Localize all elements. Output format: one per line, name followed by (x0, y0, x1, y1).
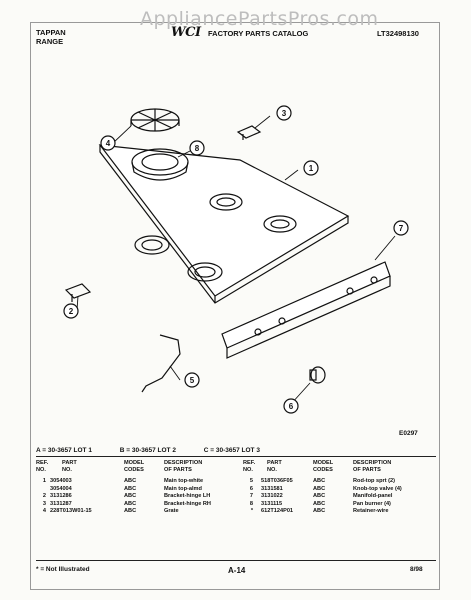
table-row: 6 3131581 ABC Knob-top valve (4) (243, 486, 438, 493)
cell-model: ABC (313, 485, 326, 492)
table-bottom-rule (36, 560, 436, 561)
hdr-part: PART NO. (62, 460, 77, 473)
model-number: LT32498130 (377, 29, 419, 38)
cell-ref: 3 (42, 500, 46, 507)
table-row: 4 228T013W01-15 ABC Grate (36, 508, 236, 515)
grate (130, 108, 180, 132)
cell-desc: Manifold-panel (353, 493, 393, 500)
cell-part: 3131581 (261, 485, 283, 492)
exploded-parts-diagram: 4 8 3 1 7 2 5 6 (30, 40, 438, 440)
cell-ref: 4 (42, 508, 46, 515)
callout-7: 7 (399, 224, 404, 233)
cell-model: ABC (313, 508, 326, 515)
cell-part: 3131115 (261, 500, 283, 507)
cell-model: ABC (124, 508, 137, 515)
table-top-rule (36, 456, 436, 457)
callout-3: 3 (282, 109, 287, 118)
knob-top-valve (309, 366, 326, 384)
lot-a: A = 30-3657 LOT 1 (36, 447, 92, 454)
not-illustrated-note: * = Not Illustrated (36, 566, 90, 573)
table-row: 5 518T036F05 ABC Rod-top sprt (2) (243, 478, 438, 485)
cell-model: ABC (313, 478, 326, 484)
cell-part: 3131286 (50, 493, 72, 500)
cell-model: ABC (313, 500, 326, 507)
cell-model: ABC (313, 493, 326, 500)
page-number: A-14 (228, 566, 246, 575)
brand-line-1: TAPPAN (36, 28, 66, 37)
burner-openings (134, 193, 297, 282)
table-row: 2 3131286 ABC Bracket-hinge LH (36, 493, 236, 500)
lot-c: C = 30-3657 LOT 3 (203, 447, 260, 454)
cell-desc: Main top-white (164, 478, 204, 484)
cell-part: 3054003 (50, 478, 72, 484)
callout-2: 2 (69, 307, 74, 316)
cell-part: 228T013W01-15 (50, 508, 92, 515)
cell-ref: 2 (42, 493, 46, 500)
table-row: 7 3131022 ABC Manifold-panel (243, 493, 438, 500)
catalog-title: FACTORY PARTS CATALOG (208, 29, 309, 38)
callout-1: 1 (309, 164, 314, 173)
table-row: 8 3131115 ABC Pan burner (4) (243, 501, 438, 508)
cell-part: 3131022 (261, 493, 283, 500)
table-row: 3054004 ABC Main top-almd (36, 486, 236, 493)
watermark: AppliancePartsPros.com (140, 8, 379, 30)
hdr-model-right: MODEL CODES (313, 460, 334, 473)
cell-part: 3054004 (50, 485, 72, 492)
callout-6: 6 (289, 402, 294, 411)
table-row: 3 3131287 ABC Bracket-hinge RH (36, 501, 236, 508)
cell-desc: Main top-almd (164, 485, 202, 492)
hdr-desc: DESCRIPTION OF PARTS (164, 460, 203, 473)
pan-burner (131, 148, 189, 181)
cell-ref: 1 (42, 478, 46, 484)
page-border (30, 22, 440, 590)
catalog-date: 8/98 (410, 566, 423, 573)
hdr-ref: REF. NO. (36, 460, 49, 473)
cell-ref: 8 (249, 500, 253, 507)
diagram-code: E0297 (399, 430, 418, 437)
cell-desc: Rod-top sprt (2) (353, 478, 395, 484)
cell-desc: Grate (164, 508, 179, 515)
cell-model: ABC (124, 500, 137, 507)
hdr-part-right: PART NO. (267, 460, 282, 473)
hdr-model: MODEL CODES (124, 460, 145, 473)
table-row: 1 3054003 ABC Main top-white (36, 478, 236, 485)
hinge-bracket-rh (236, 125, 262, 140)
lot-legend: A = 30-3657 LOT 1 B = 30-3657 LOT 2 C = … (36, 447, 286, 454)
cell-desc: Retainer-wire (353, 508, 389, 515)
panel-holes (254, 276, 378, 336)
cell-ref: 5 (249, 478, 253, 484)
callout-5: 5 (190, 376, 195, 385)
brand-line-2: RANGE (36, 37, 64, 46)
cell-model: ABC (124, 493, 137, 500)
cell-part: 518T036F05 (261, 478, 293, 484)
cell-desc: Bracket-hinge LH (164, 493, 211, 500)
cell-ref: 6 (249, 485, 253, 492)
diagram-svg: 4 8 3 1 7 2 5 6 (63, 105, 409, 414)
wci-logo: WCI (171, 25, 201, 40)
cell-desc: Bracket-hinge RH (164, 500, 211, 507)
cell-desc: Pan burner (4) (353, 500, 391, 507)
cell-ref: * (250, 508, 253, 515)
brand-block: TAPPAN RANGE (36, 28, 66, 46)
hinge-bracket-lh (64, 283, 92, 302)
table-row: * 612T124P01 ABC Retainer-wire (243, 508, 438, 515)
cell-part: 3131287 (50, 500, 72, 507)
cell-part: 612T124P01 (261, 508, 294, 515)
callout-4: 4 (106, 139, 111, 148)
cell-desc: Knob-top valve (4) (353, 485, 402, 492)
rod-top-support (141, 334, 181, 393)
cell-ref: 7 (249, 493, 253, 500)
hdr-ref-right: REF. NO. (243, 460, 256, 473)
lot-b: B = 30-3657 LOT 2 (119, 447, 176, 454)
hdr-desc-right: DESCRIPTION OF PARTS (353, 460, 392, 473)
cell-model: ABC (124, 478, 137, 484)
cell-model: ABC (124, 485, 137, 492)
callout-8: 8 (195, 144, 200, 153)
